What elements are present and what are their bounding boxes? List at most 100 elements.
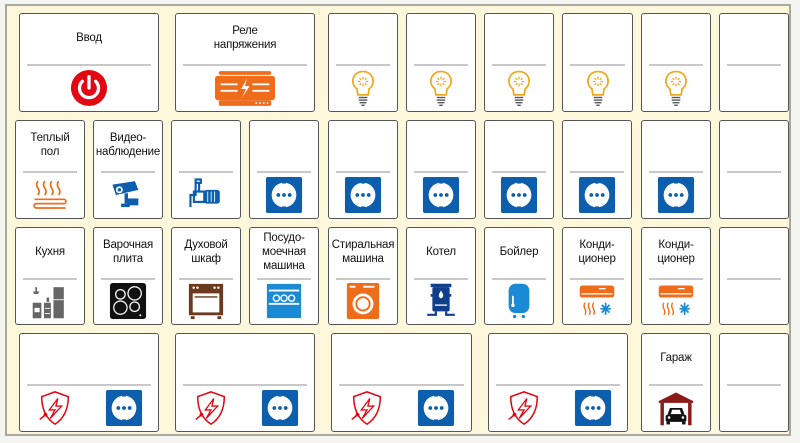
card-label: Ввод (76, 32, 102, 44)
card-label (720, 14, 788, 62)
card-label (20, 334, 158, 382)
icon-area (720, 175, 788, 214)
label-card (484, 120, 554, 219)
label-card (19, 333, 159, 432)
water-heater-icon (500, 282, 538, 320)
label-card (328, 120, 398, 219)
light-bulb-icon (579, 69, 617, 107)
card-label (407, 14, 475, 62)
card-label: Кухня (35, 246, 65, 258)
light-bulb-icon (422, 69, 460, 107)
dishwasher-icon (265, 282, 303, 320)
divider (649, 171, 703, 173)
label-card: Теплый пол (15, 120, 85, 219)
divider (257, 171, 311, 173)
socket-icon (417, 389, 455, 427)
divider (570, 278, 624, 280)
card-label (407, 121, 475, 169)
icon-area (720, 282, 788, 320)
label-card: Конди- ционер (562, 227, 632, 325)
icon-area (20, 68, 158, 107)
icon-area (172, 282, 240, 320)
garage-icon (657, 389, 695, 427)
surge-protection-icon (505, 389, 543, 427)
label-card (484, 13, 554, 112)
card-label (250, 121, 318, 169)
icon-area (407, 175, 475, 214)
surge-protection-icon (36, 389, 74, 427)
icon-area (642, 282, 710, 320)
card-label: Котел (426, 246, 456, 258)
label-card (719, 120, 789, 219)
icon-area (176, 68, 314, 107)
card-label (485, 121, 553, 169)
card-label: Стиральная машина (331, 239, 395, 265)
icon-area (172, 175, 240, 214)
floor-heating-icon (31, 176, 69, 214)
label-card (406, 120, 476, 219)
label-card (562, 13, 633, 112)
label-card: Кухня (15, 227, 85, 325)
card-label: Конди- ционер (657, 239, 695, 265)
socket-icon (578, 176, 616, 214)
label-card: Ввод (19, 13, 159, 112)
divider (101, 278, 155, 280)
icon-area (485, 175, 553, 214)
card-label (329, 14, 397, 62)
label-card (175, 333, 315, 432)
card-label (563, 14, 632, 62)
divider (257, 278, 311, 280)
divider (649, 278, 703, 280)
divider (649, 384, 703, 386)
divider (727, 278, 781, 280)
icon-area (407, 68, 475, 107)
icon-area (176, 388, 314, 427)
divider (101, 171, 155, 173)
card-label (332, 334, 471, 382)
card-label (172, 121, 240, 169)
washing-machine-icon (344, 282, 382, 320)
card-label (563, 121, 631, 169)
card-label (642, 121, 710, 169)
label-card (488, 333, 628, 432)
label-card (406, 13, 476, 112)
icon-area (94, 175, 162, 214)
card-label (720, 334, 788, 382)
icon-area (642, 388, 710, 427)
icon-area (563, 175, 631, 214)
icon-area (720, 388, 788, 427)
divider (336, 171, 390, 173)
icon-area (332, 388, 471, 427)
icon-area (329, 175, 397, 214)
divider (496, 384, 620, 386)
label-card (249, 120, 319, 219)
icon-area (94, 282, 162, 320)
light-bulb-icon (344, 69, 382, 107)
label-card: Гараж (641, 333, 711, 432)
label-card (641, 13, 711, 112)
divider (23, 278, 77, 280)
label-card: Видео- наблюдение (93, 120, 163, 219)
socket-icon (657, 176, 695, 214)
air-conditioner-icon (578, 282, 616, 320)
divider (492, 278, 546, 280)
light-bulb-icon (500, 69, 538, 107)
divider (492, 64, 546, 66)
label-card: Реле напряжения (175, 13, 315, 112)
card-label: Варочная плита (103, 239, 153, 265)
divider (649, 64, 703, 66)
icon-area (642, 68, 710, 107)
divider (336, 278, 390, 280)
kitchen-icon (31, 282, 69, 320)
icon-area (485, 68, 553, 107)
socket-icon (500, 176, 538, 214)
divider (570, 171, 624, 173)
label-card: Стиральная машина (328, 227, 398, 325)
card-label (489, 334, 627, 382)
icon-area (563, 282, 631, 320)
icon-area (329, 282, 397, 320)
divider (727, 384, 781, 386)
label-card (171, 120, 241, 219)
cctv-camera-icon (109, 176, 147, 214)
